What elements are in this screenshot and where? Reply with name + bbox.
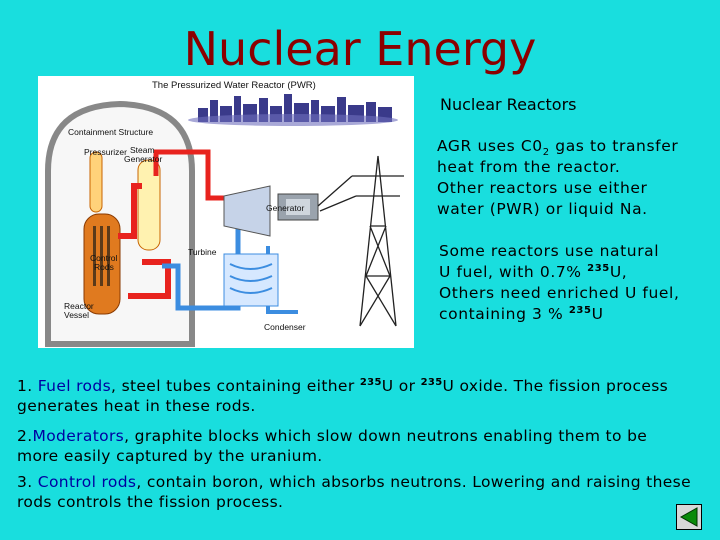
back-triangle-icon	[679, 507, 698, 527]
agr-line-3: Other reactors use either	[437, 179, 648, 197]
fuel-line-3: Others need enriched U fuel,	[439, 284, 680, 302]
back-button[interactable]	[676, 504, 702, 530]
point-fuel-rods: 1. Fuel rods, steel tubes containing eit…	[17, 377, 717, 416]
label-pressurizer: Pressurizer	[84, 147, 127, 157]
slide-title: Nuclear Energy	[183, 22, 537, 76]
diagram-title: The Pressurized Water Reactor (PWR)	[152, 80, 316, 91]
term-control-rods: Control rods	[37, 473, 137, 491]
agr-line-1: AGR uses C02 gas to transfer	[437, 137, 679, 159]
label-containment: Containment Structure	[68, 127, 154, 137]
term-fuel-rods: Fuel rods	[37, 377, 112, 395]
fuel-line-1: Some reactors use natural	[439, 242, 660, 260]
generator-graphic	[277, 193, 319, 221]
reactors-heading: Nuclear Reactors	[440, 95, 577, 114]
hot-coolant-loop	[118, 183, 142, 239]
fuel-line-4: containing 3 % 235U	[439, 304, 604, 323]
point-1-line-2: generates heat in these rods.	[17, 396, 256, 415]
point-3-line-1: 3. Control rods, contain boron, which ab…	[17, 473, 691, 491]
agr-line-4: water (PWR) or liquid Na.	[437, 200, 648, 218]
agr-line-2: heat from the reactor.	[437, 158, 621, 176]
label-condenser: Condenser	[264, 322, 306, 332]
fuel-line-2: U fuel, with 0.7% 235U,	[439, 262, 628, 281]
point-1-line-1: 1. Fuel rods, steel tubes containing eit…	[17, 376, 669, 395]
agr-paragraph: AGR uses C02 gas to transfer heat from t…	[437, 136, 678, 220]
label-control-1: Control	[90, 253, 118, 263]
term-moderators: Moderators	[32, 427, 125, 445]
point-2-line-1: 2.Moderators, graphite blocks which slow…	[17, 427, 648, 445]
label-turbine: Turbine	[188, 247, 217, 257]
point-control-rods: 3. Control rods, contain boron, which ab…	[17, 473, 717, 512]
pwr-diagram: The Pressurized Water Reactor (PWR)	[38, 76, 414, 348]
turbine-graphic	[223, 185, 271, 237]
label-generator: Generator	[266, 203, 305, 213]
fuel-paragraph: Some reactors use natural U fuel, with 0…	[439, 241, 679, 325]
pwr-illustration	[45, 94, 404, 347]
steam-generator-graphic	[137, 159, 161, 251]
point-2-line-2: more easily captured by the uranium.	[17, 446, 323, 465]
label-steam-1: Steam	[130, 145, 155, 155]
point-3-line-2: rods controls the fission process.	[17, 492, 284, 511]
point-moderators: 2.Moderators, graphite blocks which slow…	[17, 427, 717, 466]
transmission-tower-graphic	[317, 155, 404, 327]
label-control-2: Rods	[94, 262, 114, 272]
label-steam-2: Generator	[124, 154, 163, 164]
label-reactor-1: Reactor	[64, 301, 94, 311]
pressurizer-graphic	[89, 151, 103, 213]
label-reactor-2: Vessel	[64, 310, 90, 320]
